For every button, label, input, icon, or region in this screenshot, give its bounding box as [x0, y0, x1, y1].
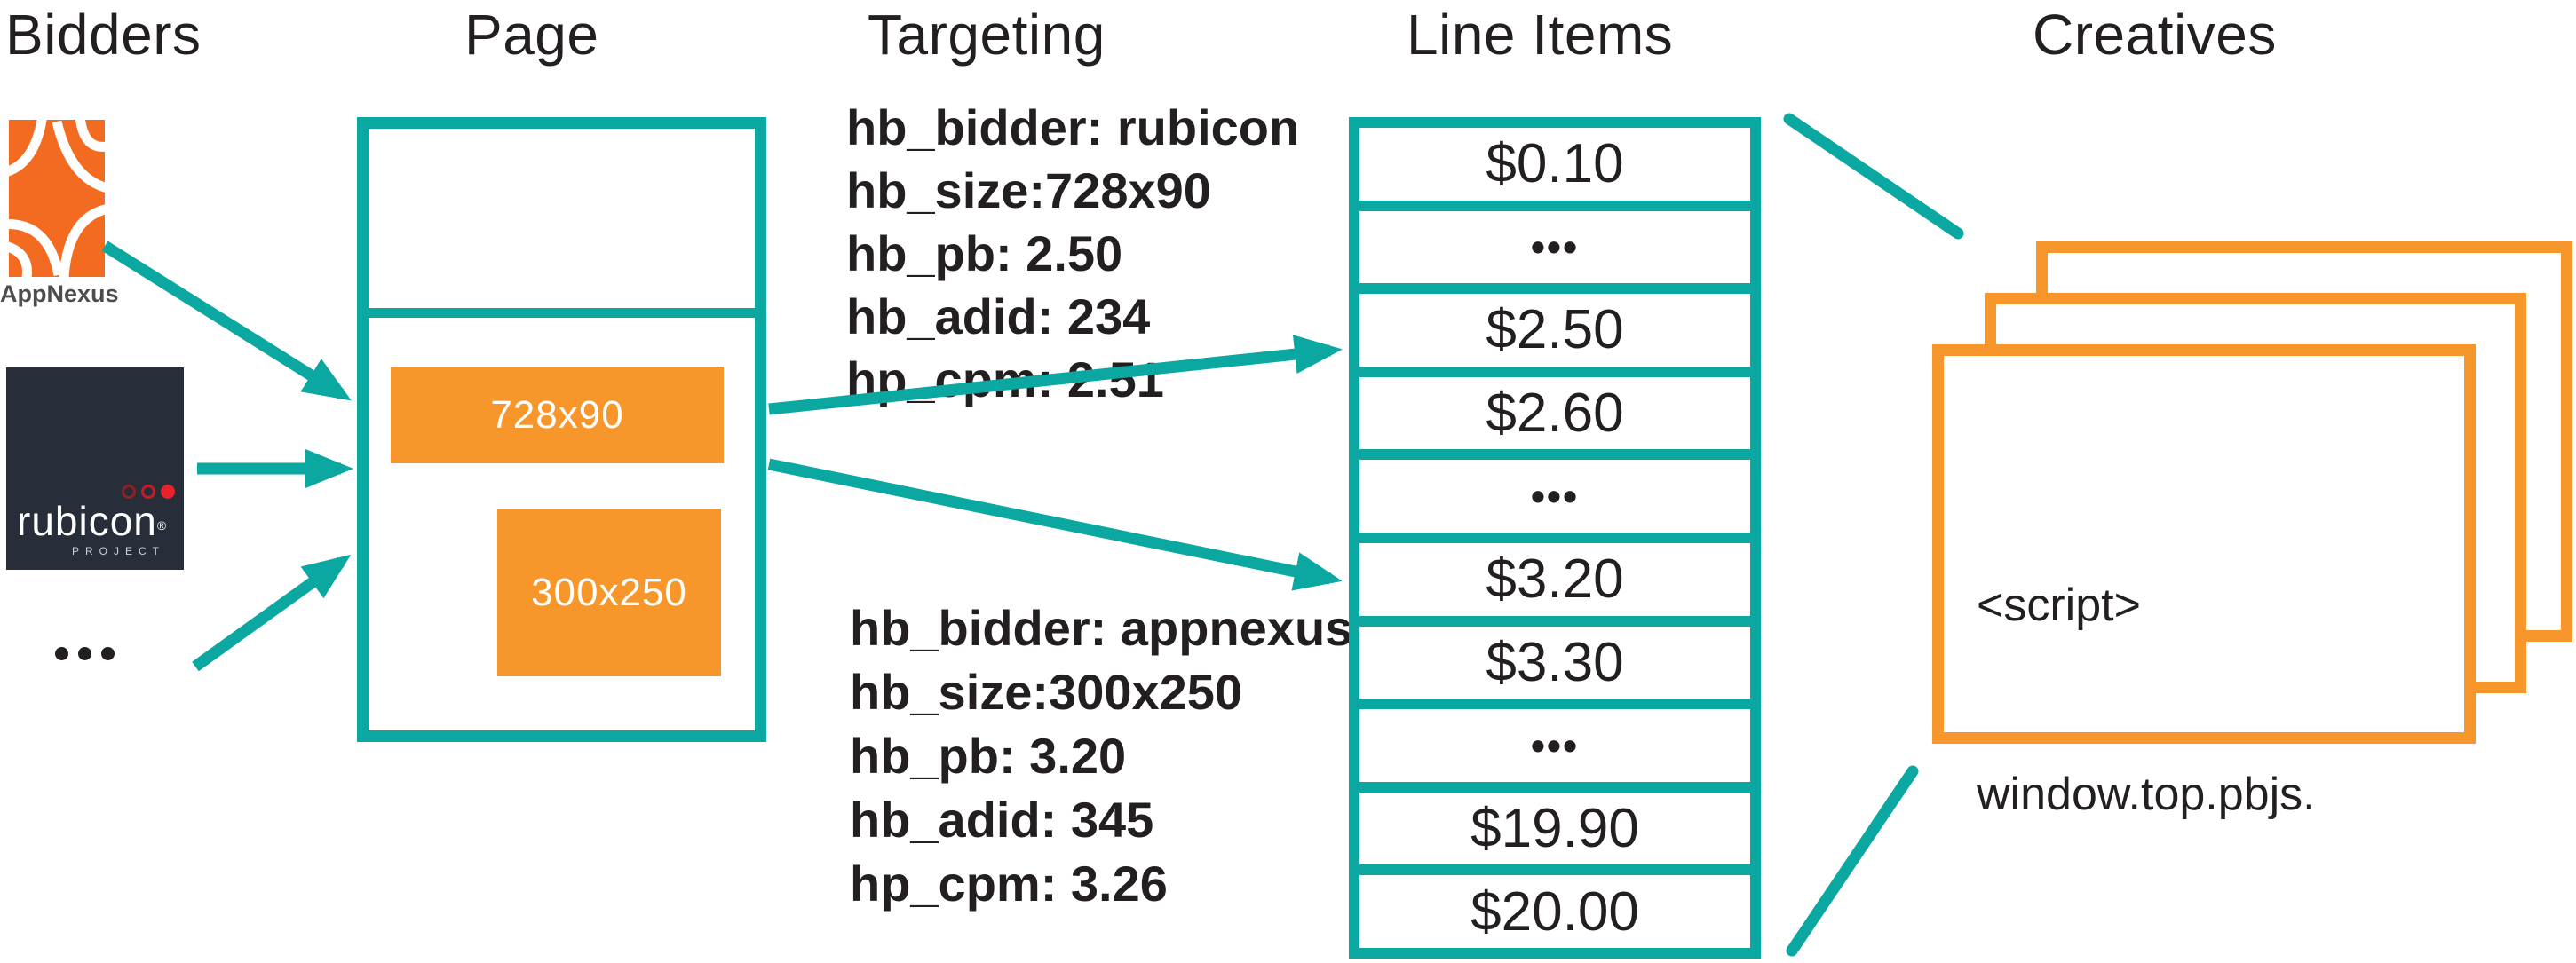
line-items-table: $0.10 ••• $2.50 $2.60 ••• $3.20 $3.30 ••…: [1349, 117, 1761, 959]
bidders-column-header: Bidders: [5, 3, 202, 67]
ad-slot-728x90: 728x90: [391, 367, 724, 463]
targeting-block-appnexus: hb_bidder: appnexus hb_size:300x250 hb_p…: [850, 596, 1352, 916]
page-column-header: Page: [464, 3, 599, 67]
ad-slot-300x250-label: 300x250: [531, 570, 687, 614]
ad-slot-728x90-label: 728x90: [490, 392, 624, 437]
targeting-line: hb_adid: 234: [846, 288, 1151, 344]
page-header-divider: [357, 308, 766, 318]
creative-card-front: [1932, 344, 2476, 744]
appnexus-pinwheel-icon: [0, 114, 114, 279]
targeting-line: hb_bidder: rubicon: [846, 99, 1300, 155]
targeting-line: hp_cpm: 2.51: [846, 351, 1164, 407]
appnexus-label: AppNexus: [0, 280, 119, 307]
targeting-line: hb_bidder: appnexus: [850, 600, 1353, 656]
line-item-row: $2.50: [1359, 294, 1750, 367]
line-item-row: $20.00: [1359, 875, 1750, 948]
creative-script-code: <script> window.top.pbjs. renderAd(hb_ad…: [1977, 448, 2414, 963]
line-items-column-header: Line Items: [1407, 3, 1674, 67]
more-bidders-ellipsis: [55, 647, 115, 660]
rubicon-logo: rubicon® PROJECT: [6, 367, 184, 570]
line-item-row: $3.20: [1359, 542, 1750, 616]
targeting-line: hb_size:300x250: [850, 664, 1243, 720]
line-item-row-ellipsis: •••: [1359, 709, 1750, 782]
targeting-line: hp_cpm: 3.26: [850, 856, 1168, 912]
targeting-line: hb_pb: 3.20: [850, 728, 1127, 784]
line-item-row-ellipsis: •••: [1359, 460, 1750, 533]
rubicon-dots-icon: [122, 485, 175, 499]
connector-line-items-top-to-creatives: [1783, 113, 1964, 240]
line-item-row: $3.30: [1359, 626, 1750, 699]
rubicon-wordmark: rubicon®: [17, 498, 168, 544]
line-item-row: $2.60: [1359, 376, 1750, 450]
targeting-column-header: Targeting: [868, 3, 1106, 67]
targeting-line: hb_pb: 2.50: [846, 225, 1123, 281]
arrow-more-bidders-to-page: [192, 554, 352, 672]
dot-icon: [55, 647, 68, 660]
registered-mark: ®: [156, 518, 168, 533]
targeting-line: hb_adid: 345: [850, 792, 1154, 848]
ad-slot-300x250: 300x250: [497, 509, 721, 676]
arrow-page-to-line-item-320: [767, 458, 1343, 591]
line-item-row-ellipsis: •••: [1359, 210, 1750, 284]
appnexus-logo-icon: [0, 114, 114, 279]
targeting-line: hb_size:728x90: [846, 162, 1211, 218]
line-item-row: $19.90: [1359, 792, 1750, 865]
line-item-row: $0.10: [1359, 128, 1750, 201]
dot-icon: [78, 647, 91, 660]
rubicon-project-label: PROJECT: [72, 545, 166, 557]
code-line: window.top.pbjs.: [1977, 769, 2316, 820]
code-line: renderAd(hb_adid): [1977, 952, 2414, 963]
targeting-block-rubicon: hb_bidder: rubicon hb_size:728x90 hb_pb:…: [846, 96, 1299, 411]
dot-icon: [101, 647, 115, 660]
creatives-column-header: Creatives: [2033, 3, 2277, 67]
code-line: <script>: [1977, 580, 2141, 631]
connector-line-items-bottom-to-creatives: [1786, 765, 1919, 957]
